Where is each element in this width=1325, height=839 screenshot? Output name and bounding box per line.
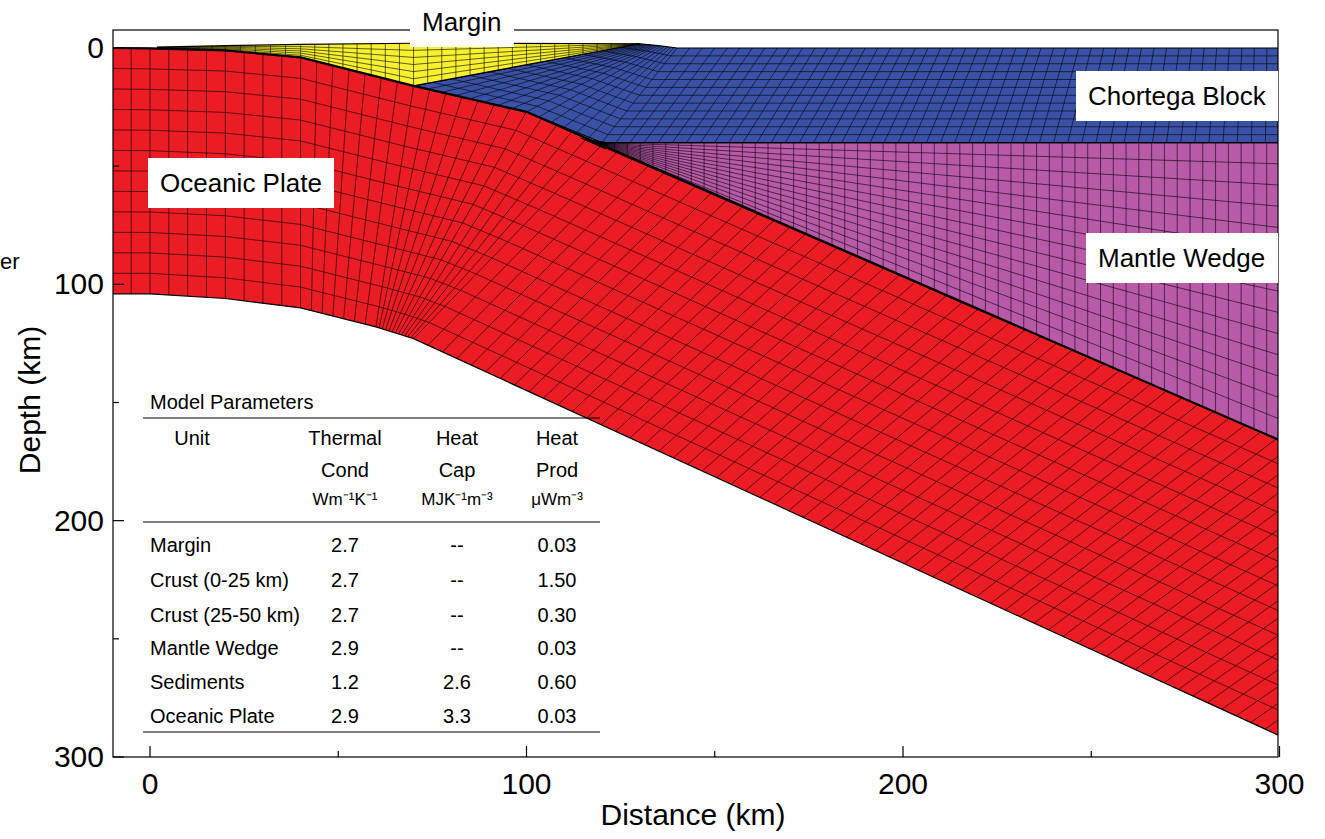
margin-region-mesh [158,43,640,86]
table-unit: MJK⁻¹m⁻³ [421,490,492,510]
margin-region [158,43,640,86]
region-name: Oceanic Plate [160,168,322,198]
table-cell: 0.03 [538,705,577,728]
table-cell: 0.03 [538,637,577,660]
table-header: Thermal Cond [300,422,390,486]
axis-title: Distance (km) [600,798,785,833]
table-cell: Crust (25-50 km) [150,604,300,627]
tick-label: 200 [878,767,928,802]
region-label: Chortega Block [1076,71,1278,121]
table-cell: 2.7 [331,604,359,627]
tick-label: 300 [1254,767,1304,802]
table-cell: 2.9 [331,637,359,660]
table-cell: 3.3 [443,705,471,728]
table-header: Heat Prod [527,422,587,486]
table-cell: Sediments [150,671,245,694]
table-cell: -- [450,534,463,557]
table-cell: 1.2 [331,671,359,694]
region-label: Margin [410,0,514,47]
table-cell: 2.7 [331,534,359,557]
axes [113,30,1280,757]
region-label: Mantle Wedge [1086,233,1278,283]
table-cell: 2.7 [331,569,359,592]
table-unit: Wm⁻¹K⁻¹ [313,490,378,510]
table-cell: 0.03 [538,534,577,557]
mesh-group [113,43,1278,735]
slab-surface [113,48,1278,555]
oceanic-plate-region-outline [113,48,1278,736]
margin-region-outline [158,43,640,86]
table-cell: Crust (0-25 km) [150,569,289,592]
table-title: Model Parameters [150,391,313,414]
axis-title: Depth (km) [13,326,48,474]
table-cell: -- [450,569,463,592]
region-name: Mantle Wedge [1098,243,1266,273]
table-rules [143,418,600,732]
oceanic-plate-region [113,48,1278,736]
table-cell: 2.6 [443,671,471,694]
table-cell: 1.50 [538,569,577,592]
tick-label: 100 [501,767,551,802]
oceanic-plate-region-mesh [113,48,1278,736]
tick-label: 300 [54,740,104,775]
tick-label: 200 [54,503,104,538]
table-header: Unit [174,427,210,450]
region-label: Oceanic Plate [148,158,334,208]
table-cell: Oceanic Plate [150,705,275,728]
tick-label: 100 [54,267,104,302]
table-unit: μWm⁻³ [531,490,583,510]
table-cell: 0.60 [538,671,577,694]
table-header: Heat Cap [427,422,487,486]
region-name: Margin [422,7,502,37]
tick-label: 0 [142,767,159,802]
table-cell: 0.30 [538,604,577,627]
tick-label: 0 [87,31,104,66]
wedge-corner [579,138,609,150]
table-cell: -- [450,604,463,627]
table-cell: 2.9 [331,705,359,728]
table-cell: Mantle Wedge [150,637,279,660]
region-name: Chortega Block [1088,81,1266,111]
clipped-text: er [0,249,20,274]
table-cell: -- [450,637,463,660]
table-cell: Margin [150,534,211,557]
